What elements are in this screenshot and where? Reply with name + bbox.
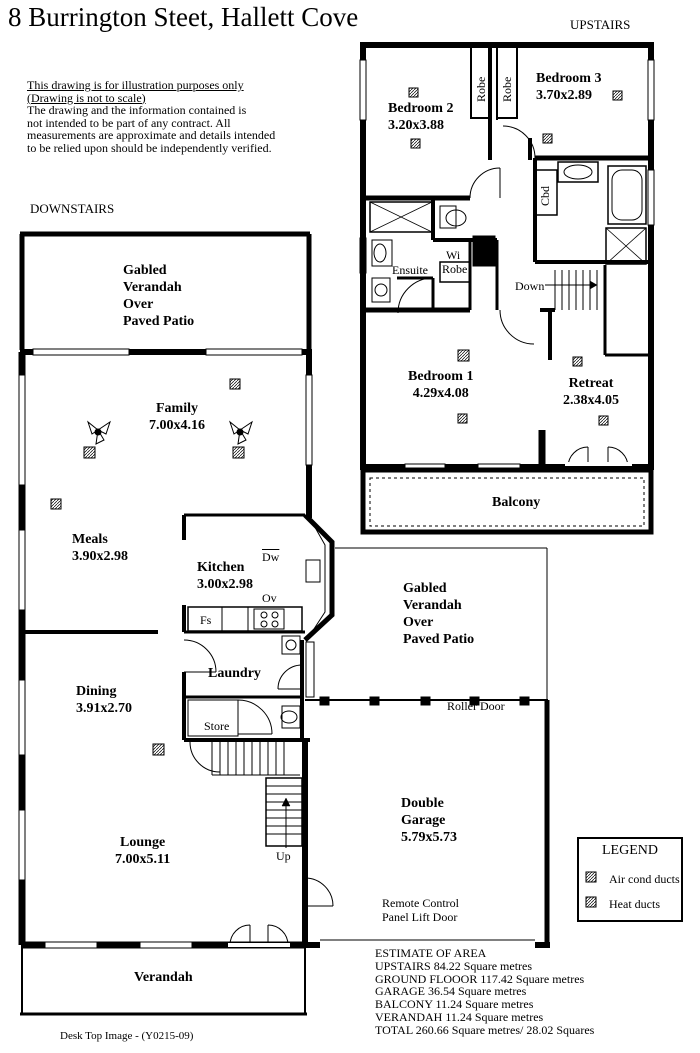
room-lounge: Lounge 7.00x5.11 bbox=[115, 834, 170, 868]
room-verandah-right: Gabled Verandah Over Paved Patio bbox=[403, 581, 475, 647]
area-line: GARAGE 36.54 Square metres bbox=[375, 984, 527, 999]
room-size: 3.91x2.70 bbox=[76, 701, 132, 716]
room-garage: Double Garage 5.79x5.73 bbox=[401, 795, 457, 846]
room-name: Meals bbox=[72, 532, 108, 547]
robe-label: Robe bbox=[500, 76, 514, 102]
area-line: GROUND FLOOOR 117.42 Square metres bbox=[375, 971, 585, 986]
area-line: UPSTAIRS 84.22 Square metres bbox=[375, 958, 533, 973]
legend-item-heat: Heat ducts bbox=[609, 897, 660, 912]
room-kitchen: Kitchen 3.00x2.98 bbox=[197, 559, 253, 593]
disclaimer-line: measurements are approximate and details… bbox=[27, 128, 276, 142]
room-size: 3.90x2.98 bbox=[72, 549, 128, 564]
room-meals: Meals 3.90x2.98 bbox=[72, 531, 128, 565]
down-label: Down bbox=[515, 279, 545, 293]
legend-label: Air cond ducts bbox=[609, 872, 680, 886]
legend-title: LEGEND bbox=[602, 843, 658, 858]
wi-robe-label: Robe bbox=[442, 262, 468, 276]
room-name: Bedroom 3 bbox=[536, 71, 602, 86]
room-name: Bedroom 2 bbox=[388, 101, 454, 116]
wi-label: Wi bbox=[446, 248, 461, 262]
legend-item-air: Air cond ducts bbox=[609, 872, 680, 887]
cbd-label: Cbd bbox=[538, 185, 552, 206]
room-laundry: Laundry bbox=[208, 666, 261, 681]
area-heading: ESTIMATE OF AREA bbox=[375, 946, 487, 960]
dishwasher-label: Dw bbox=[262, 550, 280, 564]
room-name: Family bbox=[156, 401, 198, 416]
area-estimate: ESTIMATE OF AREA UPSTAIRS 84.22 Square m… bbox=[375, 947, 594, 1037]
disclaimer-line: (Drawing is not to scale) bbox=[27, 90, 146, 105]
downstairs-plan bbox=[18, 231, 550, 1016]
room-name: Kitchen bbox=[197, 560, 245, 575]
fridge-space-label: Fs bbox=[200, 613, 212, 627]
area-total: TOTAL 260.66 Square metres/ 28.02 Square… bbox=[375, 1022, 595, 1037]
stairs-up-label: Up bbox=[276, 849, 291, 863]
panel-lift-door-label: Panel Lift Door bbox=[382, 910, 458, 924]
room-size: 7.00x4.16 bbox=[149, 418, 205, 433]
area-line: BALCONY 11.24 Square metres bbox=[375, 997, 534, 1012]
room-name: Bedroom 1 bbox=[408, 369, 474, 384]
room-size: 2.38x4.05 bbox=[563, 393, 619, 408]
disclaimer-line: The drawing and the information containe… bbox=[27, 103, 247, 117]
store-label: Store bbox=[204, 719, 230, 733]
room-bedroom-3: Bedroom 3 3.70x2.89 bbox=[536, 70, 601, 104]
disclaimer-line: not intended to be part of any contract.… bbox=[27, 115, 231, 130]
area-line: VERANDAH 11.24 Square metres bbox=[375, 1009, 544, 1024]
room-retreat: Retreat 2.38x4.05 bbox=[563, 375, 619, 409]
room-name: Garage bbox=[401, 813, 446, 828]
room-name: Dining bbox=[76, 684, 117, 699]
remote-control-label: Remote Control bbox=[382, 896, 459, 910]
roller-door-label: Roller Door bbox=[447, 699, 505, 713]
ceiling-fan-icon bbox=[86, 420, 253, 445]
room-dining: Dining 3.91x2.70 bbox=[76, 683, 132, 717]
ensuite-label: Ensuite bbox=[392, 263, 428, 277]
room-size: 3.20x3.88 bbox=[388, 118, 444, 133]
footer-credit: Desk Top Image - (Y0215-09) bbox=[60, 1030, 194, 1042]
upstairs-label: UPSTAIRS bbox=[570, 17, 631, 32]
room-size: 3.00x2.98 bbox=[197, 577, 253, 592]
room-size: 5.79x5.73 bbox=[401, 830, 457, 845]
room-name: Double bbox=[401, 796, 444, 811]
legend-label: Heat ducts bbox=[609, 897, 660, 911]
oven-label: Ov bbox=[262, 591, 277, 605]
disclaimer-line: This drawing is for illustration purpose… bbox=[27, 78, 244, 92]
downstairs-label: DOWNSTAIRS bbox=[30, 201, 115, 216]
upstairs-plan bbox=[359, 42, 655, 535]
room-name: Lounge bbox=[120, 835, 166, 850]
heat-duct-icon bbox=[585, 896, 597, 908]
balcony-label: Balcony bbox=[492, 495, 541, 510]
room-size: 7.00x5.11 bbox=[115, 852, 171, 867]
room-verandah-top: Gabled Verandah Over Paved Patio bbox=[123, 263, 195, 329]
page-title: 8 Burrington Steet, Hallett Cove bbox=[8, 2, 359, 32]
room-size: 4.29x4.08 bbox=[412, 386, 469, 401]
disclaimer: This drawing is for illustration purpose… bbox=[27, 79, 275, 154]
air-cond-duct-icon bbox=[585, 871, 597, 883]
robe-label: Robe bbox=[474, 76, 488, 102]
room-size: 3.70x2.89 bbox=[536, 88, 592, 103]
disclaimer-line: to be relied upon should be independentl… bbox=[27, 140, 272, 155]
room-bedroom-1: Bedroom 1 4.29x4.08 bbox=[408, 368, 473, 402]
room-family: Family 7.00x4.16 bbox=[149, 400, 205, 434]
room-bedroom-2: Bedroom 2 3.20x3.88 bbox=[388, 100, 453, 134]
legend: LEGEND Air cond ducts Heat ducts bbox=[577, 837, 683, 922]
room-verandah-bottom: Verandah bbox=[134, 970, 193, 985]
room-name: Retreat bbox=[568, 376, 614, 391]
